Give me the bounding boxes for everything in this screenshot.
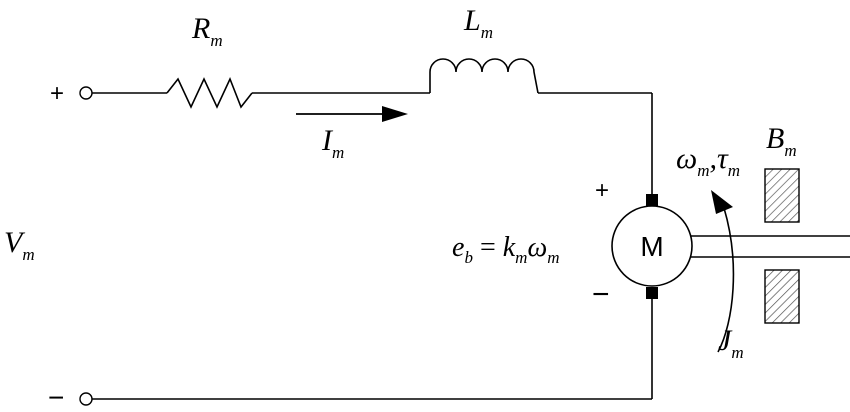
rotation-arrow <box>711 190 735 353</box>
inductor <box>429 58 539 94</box>
damping-block-top <box>764 168 800 223</box>
positive-terminal <box>79 86 93 100</box>
motor-top-brush <box>646 194 658 206</box>
input-plus-sign: + <box>50 80 64 107</box>
inductance-label: Lm <box>463 4 493 42</box>
damping-label: Bm <box>766 122 797 160</box>
damping-block-bottom <box>764 269 800 324</box>
resistor <box>166 76 253 109</box>
motor-bottom-brush <box>646 287 658 299</box>
motor-shaft <box>684 235 850 258</box>
negative-terminal <box>79 392 93 406</box>
speed-torque-label: ωm,τm <box>676 142 740 180</box>
motor-body <box>611 205 693 287</box>
motor-letter: M <box>640 231 663 262</box>
bottom-wire <box>92 296 653 400</box>
resistance-label: Rm <box>191 12 223 50</box>
back-emf-equation: eb = kmωm <box>452 232 560 267</box>
inertia-label: Jm <box>718 324 744 362</box>
voltage-label: Vm <box>4 226 35 264</box>
current-label: Im <box>321 124 344 162</box>
current-arrow <box>296 106 408 122</box>
top-wire <box>92 92 653 196</box>
motor-minus-sign: − <box>592 278 610 311</box>
input-minus-sign: − <box>48 382 64 412</box>
motor-plus-sign: + <box>595 177 609 204</box>
